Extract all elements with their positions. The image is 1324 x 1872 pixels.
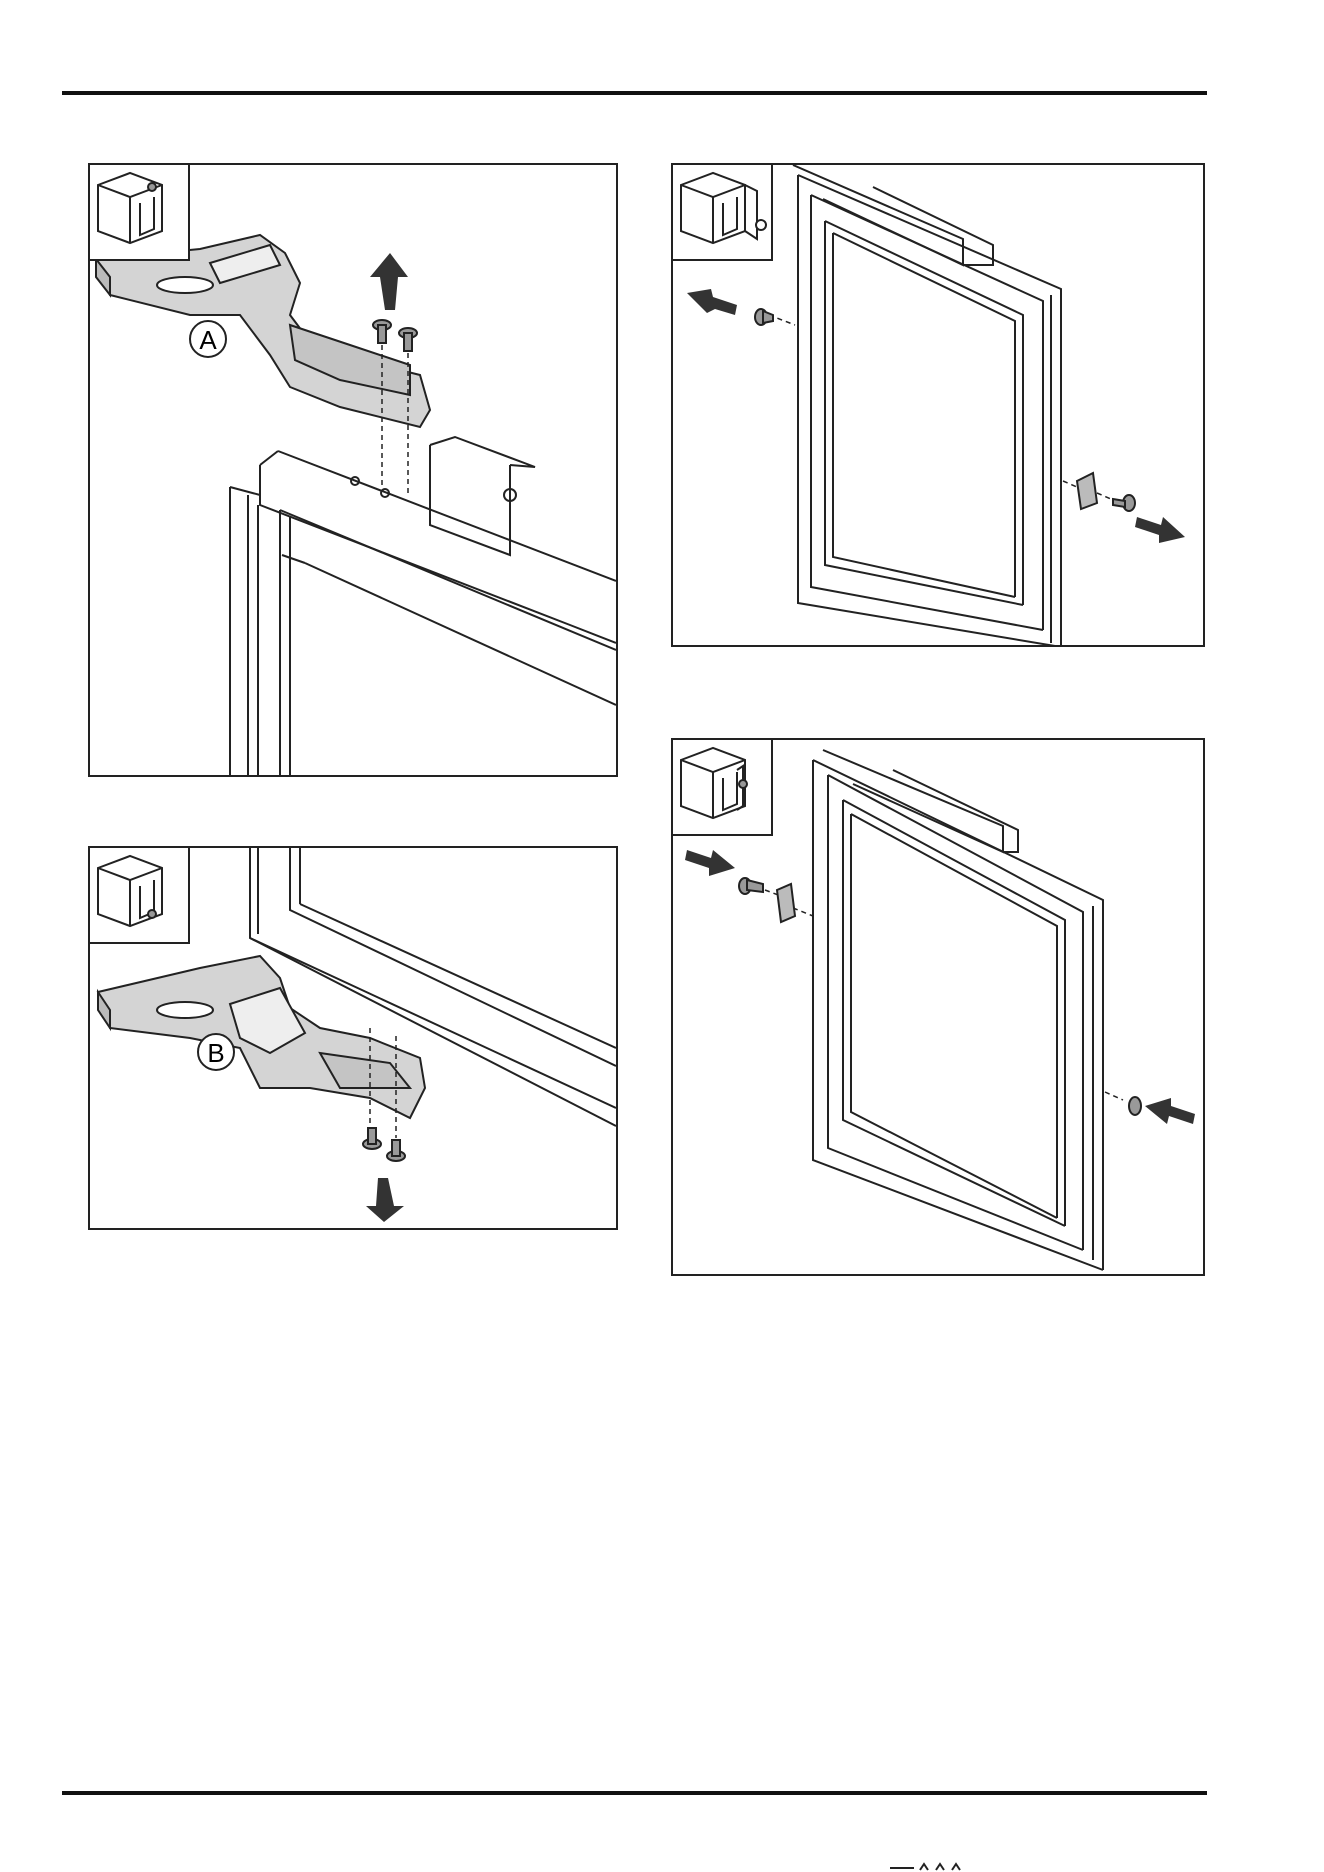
screw-icon (739, 878, 1141, 1115)
door-frame (793, 165, 1061, 645)
door-frame (813, 750, 1103, 1270)
arrow-out-right-icon (1135, 517, 1185, 543)
cabinet-icon (681, 748, 747, 818)
locator-box-door-bottom (673, 740, 773, 836)
hinge-b-part (98, 956, 425, 1118)
screw-icon (373, 320, 417, 351)
bottom-rule (62, 1791, 1207, 1795)
screw-icon (363, 1128, 405, 1161)
panel-hinge-a: A (88, 163, 618, 777)
locator-box-bottom-hinge (90, 848, 190, 944)
arrow-in-left-icon (685, 850, 735, 876)
cabinet-icon (98, 173, 162, 243)
arrow-down-icon (366, 1178, 404, 1222)
panel-door-install (671, 738, 1205, 1276)
arrow-up-icon (370, 253, 408, 310)
panel-door-remove (671, 163, 1205, 647)
locator-box-door-top (673, 165, 773, 261)
label-a: A (199, 325, 217, 355)
panel-hinge-b: B (88, 846, 618, 1230)
cabinet-icon (681, 173, 766, 243)
locator-box-top-hinge (90, 165, 190, 261)
hinge-bracket (1077, 473, 1097, 509)
top-rule (62, 91, 1207, 95)
footer-fragment (890, 1860, 1010, 1872)
cabinet-icon (98, 856, 162, 926)
hinge-bracket (777, 884, 795, 922)
arrow-out-left-icon (687, 289, 737, 315)
arrow-in-right-icon (1145, 1098, 1195, 1124)
label-b: B (207, 1038, 224, 1068)
